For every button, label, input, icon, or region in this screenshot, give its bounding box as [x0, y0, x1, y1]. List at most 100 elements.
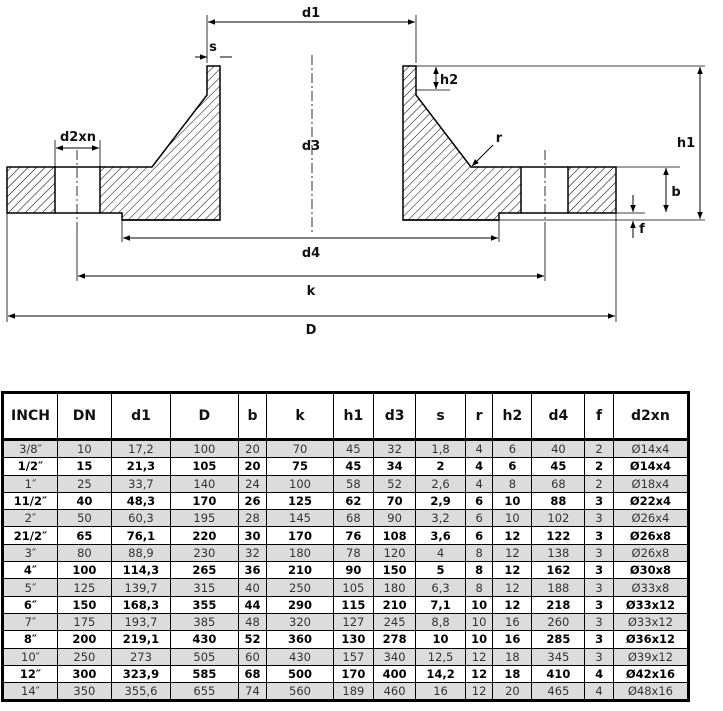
table-cell: Ø14x4 [612, 438, 691, 459]
table-cell: 52 [237, 630, 268, 649]
table-cell: 195 [170, 509, 239, 528]
table-cell: 60 [237, 647, 268, 666]
table-cell: 15 [56, 457, 112, 476]
table-cell: 1,8 [415, 438, 466, 459]
table-cell: 80 [56, 543, 112, 563]
table-cell: 30 [237, 526, 268, 545]
table-cell: 278 [372, 630, 417, 649]
r-leader-line [471, 144, 494, 167]
table-cell: 340 [372, 647, 417, 666]
table-cell: 12 [492, 526, 533, 545]
column-header: s [415, 391, 466, 441]
label-d2xn: d2xn [60, 130, 96, 145]
table-cell: 273 [110, 647, 172, 666]
table-cell: 345 [531, 647, 586, 666]
table-cell: 140 [170, 474, 239, 493]
table-cell: 300 [56, 664, 112, 684]
table-cell: 130 [332, 630, 374, 649]
table-cell: 2 [584, 438, 614, 459]
table-cell: 170 [170, 491, 239, 511]
table-cell: 14,2 [415, 664, 466, 684]
flange-left-outer-ring [6, 166, 56, 214]
table-cell: 68 [237, 664, 268, 684]
column-header: D [170, 391, 239, 441]
table-cell: Ø26x8 [612, 526, 691, 545]
table-cell: 200 [56, 630, 112, 649]
table-cell: Ø18x4 [612, 474, 691, 493]
table-cell: 40 [56, 491, 112, 511]
table-cell: 12 [492, 543, 533, 563]
table-cell: 88,9 [110, 543, 172, 563]
table-cell: 10 [492, 491, 533, 511]
table-cell: 78 [332, 543, 374, 563]
table-cell: 430 [170, 630, 239, 649]
table-cell: 188 [531, 578, 586, 597]
table-cell: 33,7 [110, 474, 172, 493]
table-cell: 11/2″ [1, 491, 58, 511]
table-cell: 1/2″ [1, 457, 58, 476]
table-cell: 8″ [1, 630, 58, 649]
table-cell: 12,5 [415, 647, 466, 666]
table-cell: 3 [584, 543, 614, 563]
table-cell: 315 [170, 578, 239, 597]
table-cell: 90 [332, 561, 374, 580]
column-header: k [266, 391, 334, 441]
table-cell: 2″ [1, 509, 58, 528]
table-cell: 410 [531, 664, 586, 684]
flange-right-outer-ring [567, 166, 617, 214]
table-cell: 7,1 [415, 595, 466, 614]
table-cell: 45 [531, 457, 586, 476]
table-cell: 5″ [1, 578, 58, 597]
table-cell: 12″ [1, 664, 58, 684]
table-cell: 60,3 [110, 509, 172, 528]
table-cell: 180 [266, 543, 334, 563]
table-cell: 125 [56, 578, 112, 597]
column-header: h1 [332, 391, 374, 441]
table-cell: 14″ [1, 682, 58, 703]
table-cell: 360 [266, 630, 334, 649]
table-cell: 108 [372, 526, 417, 545]
table-cell: 70 [372, 491, 417, 511]
label-f: f [639, 222, 645, 237]
table-cell: 585 [170, 664, 239, 684]
table-cell: 122 [531, 526, 586, 545]
table-cell: 3 [584, 595, 614, 614]
column-header: INCH [1, 391, 58, 441]
table-cell: 102 [531, 509, 586, 528]
table-cell: 10 [492, 509, 533, 528]
table-cell: Ø26x8 [612, 543, 691, 563]
table-cell: 45 [332, 438, 374, 459]
table-cell: 6 [464, 509, 494, 528]
table-cell: 4″ [1, 561, 58, 580]
label-h1: h1 [677, 136, 695, 151]
table-cell: 7″ [1, 612, 58, 632]
table-cell: 157 [332, 647, 374, 666]
table-cell: 44 [237, 595, 268, 614]
flange-right-body [402, 65, 522, 221]
table-cell: 24 [237, 474, 268, 493]
table-cell: 10 [464, 630, 494, 649]
table-cell: 16 [415, 682, 466, 703]
table-cell: 76 [332, 526, 374, 545]
table-cell: 45 [332, 457, 374, 476]
table-cell: 100 [266, 474, 334, 493]
table-cell: 8 [492, 474, 533, 493]
table-cell: 34 [372, 457, 417, 476]
table-cell: Ø42x16 [612, 664, 691, 684]
label-d3: d3 [302, 139, 320, 154]
table-cell: 355 [170, 595, 239, 614]
table-cell: 88 [531, 491, 586, 511]
table-cell: 385 [170, 612, 239, 632]
table-cell: 655 [170, 682, 239, 703]
dimension-labels: d1 s h2 h1 d3 r d2xn b f d4 k D [60, 6, 695, 338]
table-cell: 4 [584, 682, 614, 703]
table-cell: 16 [492, 630, 533, 649]
table-cell: 6 [464, 491, 494, 511]
